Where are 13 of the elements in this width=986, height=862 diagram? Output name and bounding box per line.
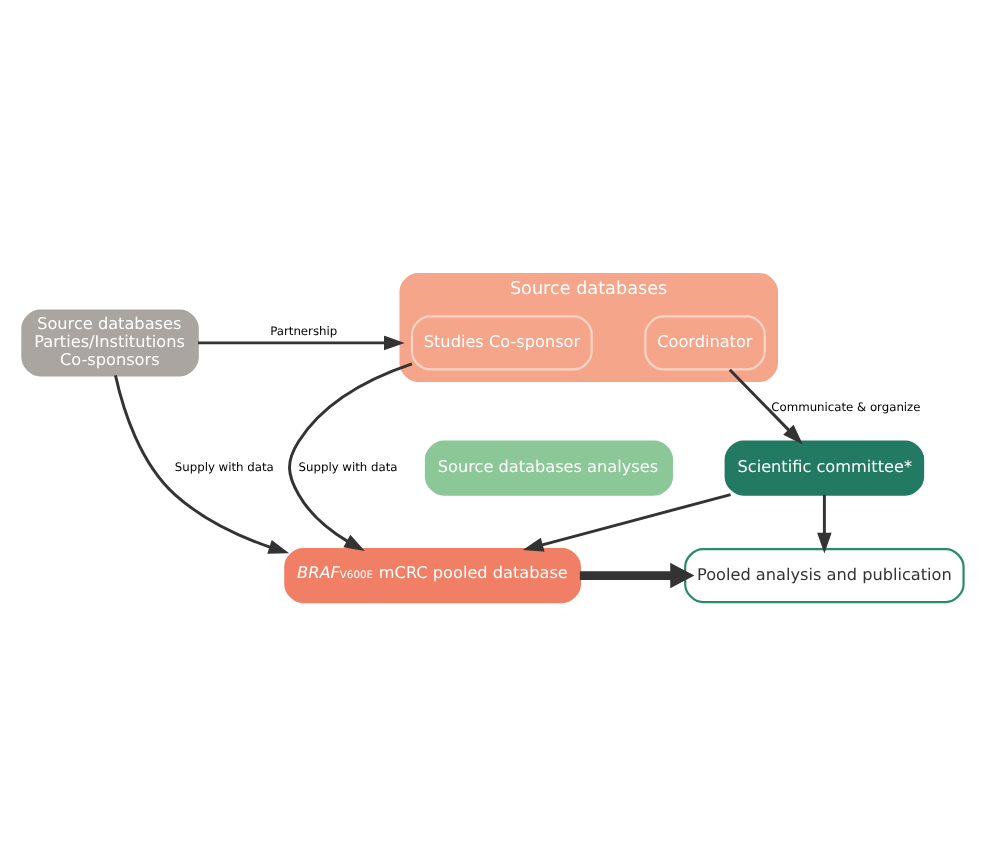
arrow	[579, 561, 695, 588]
node-box: Source databases Parties/Institutions Co-sponsors	[21, 308, 199, 376]
arrow	[522, 492, 731, 551]
arrow	[114, 374, 290, 553]
node-box: Studies Co-sponsor	[410, 314, 593, 370]
arrow	[728, 367, 803, 444]
arrow	[288, 361, 413, 550]
node-box: Coordinator	[644, 314, 766, 370]
node-box: Pooled analysis and publication	[684, 547, 965, 603]
arrow	[817, 493, 832, 553]
node-box: Scientific committee*	[724, 439, 925, 495]
node-box: Source databases analyses	[424, 439, 674, 495]
arrow	[198, 334, 405, 350]
